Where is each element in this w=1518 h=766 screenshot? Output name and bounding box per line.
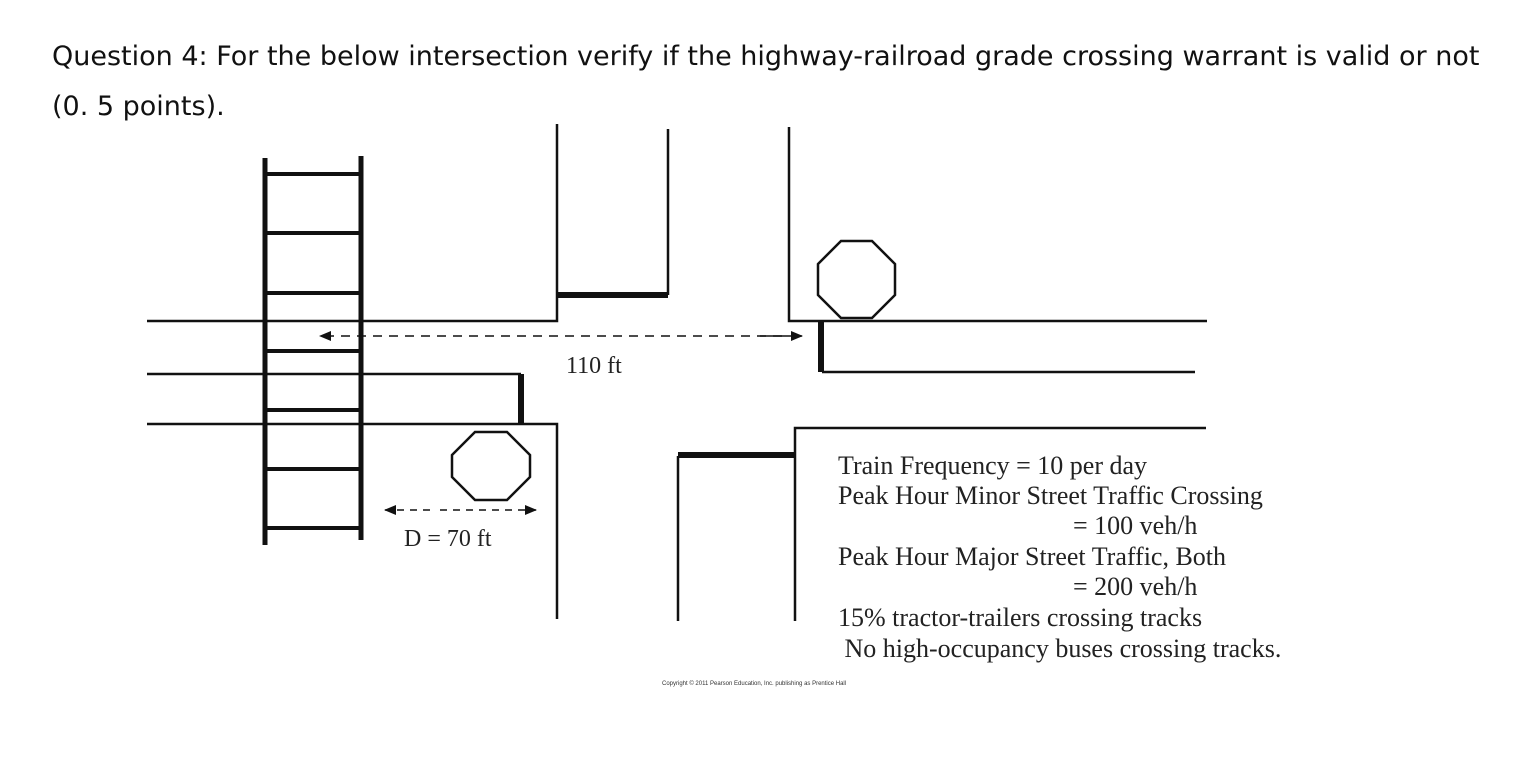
distance-d-label: D = 70 ft — [404, 526, 492, 552]
major-street-north-edge-east — [787, 127, 1207, 323]
info-line-major-street: Peak Hour Major Street Traffic, Both — [838, 542, 1226, 571]
stop-line-west — [518, 374, 524, 424]
railroad-track — [262, 156, 364, 545]
minor-street — [666, 129, 680, 621]
major-street — [147, 124, 1207, 621]
info-line-minor-street: Peak Hour Minor Street Traffic Crossing — [838, 481, 1263, 510]
question-text: Question 4: For the below intersection v… — [52, 41, 1480, 122]
stop-sign-icon-east — [816, 239, 897, 320]
distance-110ft-label: 110 ft — [566, 353, 622, 379]
railroad-ties — [265, 172, 361, 530]
stop-lines — [518, 292, 824, 458]
major-street-south-edge-west — [147, 422, 559, 619]
stop-line-south — [678, 452, 795, 458]
stop-line-east — [818, 321, 824, 372]
copyright-text: Copyright © 2011 Pearson Education, Inc.… — [662, 680, 846, 687]
traffic-info-block: Train Frequency = 10 per day Peak Hour M… — [838, 451, 1281, 663]
major-street-north-edge-west — [147, 124, 559, 323]
info-line-train-frequency: Train Frequency = 10 per day — [838, 451, 1147, 480]
stop-line-north — [557, 292, 668, 298]
info-line-major-value: = 200 veh/h — [1073, 572, 1197, 601]
info-line-minor-value: = 100 veh/h — [1073, 511, 1197, 540]
stop-sign-icon-west — [450, 430, 532, 502]
major-street-south-edge-east — [793, 426, 1206, 621]
info-line-tractor-trailers: 15% tractor-trailers crossing tracks — [838, 603, 1202, 632]
info-line-buses: No high-occupancy buses crossing tracks. — [838, 634, 1281, 663]
